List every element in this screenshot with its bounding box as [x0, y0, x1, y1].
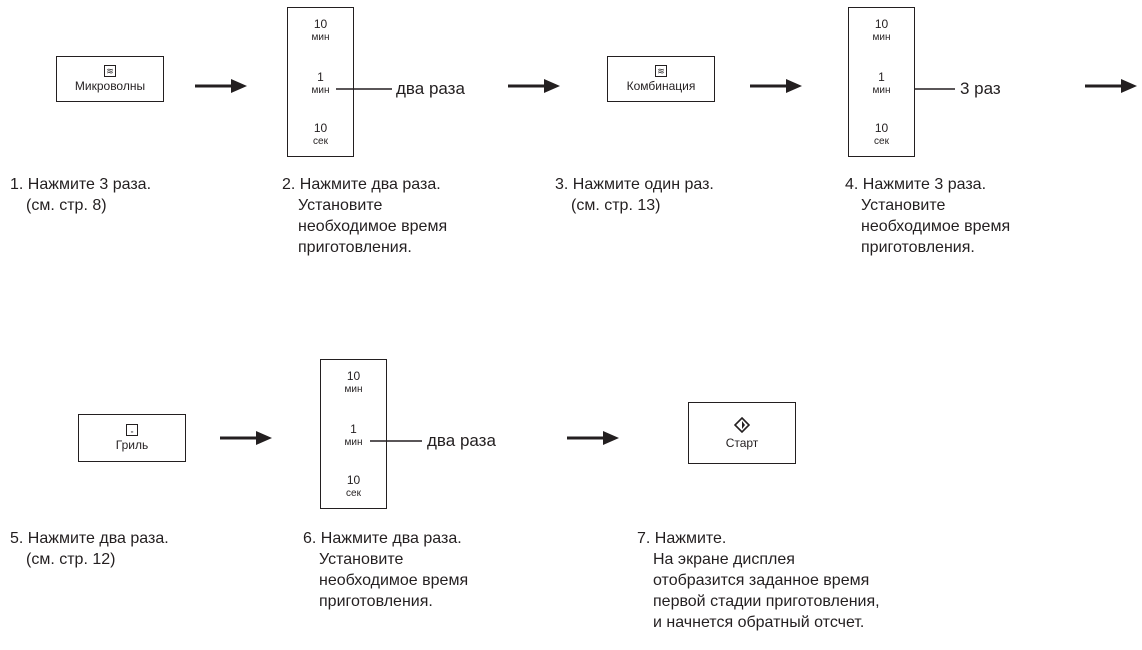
grill-icon: ﹴ — [126, 424, 138, 436]
flow-arrow-1 — [195, 79, 247, 93]
timer-min-unit: мин — [311, 85, 330, 96]
combination-button-label: Комбинация — [626, 79, 696, 93]
step-6-caption: 6. Нажмите два раза. Установите необходи… — [303, 528, 468, 612]
step-4-caption: 4. Нажмите 3 раза. Установите необходимо… — [845, 174, 1010, 258]
timer-min-unit: мин — [872, 85, 891, 96]
timer-10sec-value: 10 — [346, 473, 361, 487]
flow-arrow-4 — [1085, 79, 1137, 93]
flow-arrow-5 — [220, 431, 272, 445]
timer-dial-step2: 10 мин 1 мин 10 сек — [287, 7, 354, 157]
combination-button[interactable]: ≋ Комбинация — [607, 56, 715, 102]
start-button[interactable]: Старт — [688, 402, 796, 464]
step-3-caption: 3. Нажмите один раз. (см. стр. 13) — [555, 174, 714, 216]
microwave-waves-icon: ≋ — [104, 65, 116, 77]
timer-sec-unit: сек — [346, 488, 361, 499]
step-7-line: На экране дисплея — [653, 551, 795, 568]
microwave-button-label: Микроволны — [74, 79, 146, 93]
step-2-line: приготовления. — [298, 239, 412, 256]
step-4-line: Установите — [861, 197, 946, 214]
timer-sec-unit: сек — [313, 136, 328, 147]
flow-arrow-3 — [750, 79, 802, 93]
step-2-caption: 2. Нажмите два раза. Установите необходи… — [282, 174, 447, 258]
press-count-step2: два раза — [396, 79, 465, 98]
timer-10sec-value: 10 — [874, 121, 889, 135]
step-5-line: (см. стр. 12) — [26, 551, 116, 568]
step-4-line: необходимое время — [861, 218, 1011, 235]
timer-sec-unit: сек — [874, 136, 889, 147]
step-7-line: отобразится заданное время — [653, 572, 870, 589]
step-5-caption: 5. Нажмите два раза. (см. стр. 12) — [10, 528, 169, 570]
step-7-line: 7. Нажмите. — [637, 530, 727, 547]
step-7-caption: 7. Нажмите. На экране дисплея отобразитс… — [637, 528, 880, 633]
timer-10min-value: 10 — [313, 17, 328, 31]
step-4-line: приготовления. — [861, 239, 975, 256]
press-count-step6: два раза — [427, 431, 496, 450]
combination-waves-icon: ≋ — [655, 65, 667, 77]
press-line-step4 — [915, 88, 955, 90]
start-diamond-icon — [734, 416, 750, 433]
step-1-line: (см. стр. 8) — [26, 197, 107, 214]
timer-1min-value: 1 — [350, 422, 357, 436]
step-2-line: 2. Нажмите два раза. — [282, 176, 441, 193]
step-7-line: первой стадии приготовления, — [653, 593, 880, 610]
step-2-line: Установите — [298, 197, 383, 214]
press-line-step2 — [336, 88, 392, 90]
timer-1min-value: 1 — [878, 70, 885, 84]
step-1-line: 1. Нажмите 3 раза. — [10, 176, 152, 193]
timer-min-unit: мин — [311, 32, 330, 43]
step-7-line: и начнется обратный отсчет. — [653, 614, 865, 631]
step-6-line: 6. Нажмите два раза. — [303, 530, 462, 547]
microwave-button[interactable]: ≋ Микроволны — [56, 56, 164, 102]
timer-1min-value: 1 — [317, 70, 324, 84]
timer-min-unit: мин — [344, 384, 363, 395]
timer-10min-value: 10 — [346, 369, 361, 383]
step-1-caption: 1. Нажмите 3 раза. (см. стр. 8) — [10, 174, 151, 216]
timer-10min-value: 10 — [874, 17, 889, 31]
timer-dial-step4: 10 мин 1 мин 10 сек — [848, 7, 915, 157]
step-3-line: (см. стр. 13) — [571, 197, 661, 214]
timer-10sec-value: 10 — [313, 121, 328, 135]
flow-arrow-2 — [508, 79, 560, 93]
timer-dial-step6: 10 мин 1 мин 10 сек — [320, 359, 387, 509]
timer-min-unit: мин — [872, 32, 891, 43]
press-count-step4: 3 раз — [960, 79, 1001, 98]
step-6-line: необходимое время — [319, 572, 469, 589]
step-5-line: 5. Нажмите два раза. — [10, 530, 169, 547]
start-button-label: Старт — [725, 435, 759, 450]
press-line-step6 — [370, 440, 422, 442]
timer-min-unit: мин — [344, 437, 363, 448]
step-3-line: 3. Нажмите один раз. — [555, 176, 714, 193]
grill-button-label: Гриль — [115, 438, 149, 452]
grill-button[interactable]: ﹴ Гриль — [78, 414, 186, 462]
step-2-line: необходимое время — [298, 218, 448, 235]
flow-arrow-6 — [567, 431, 619, 445]
step-6-line: приготовления. — [319, 593, 433, 610]
step-4-line: 4. Нажмите 3 раза. — [845, 176, 987, 193]
step-6-line: Установите — [319, 551, 404, 568]
